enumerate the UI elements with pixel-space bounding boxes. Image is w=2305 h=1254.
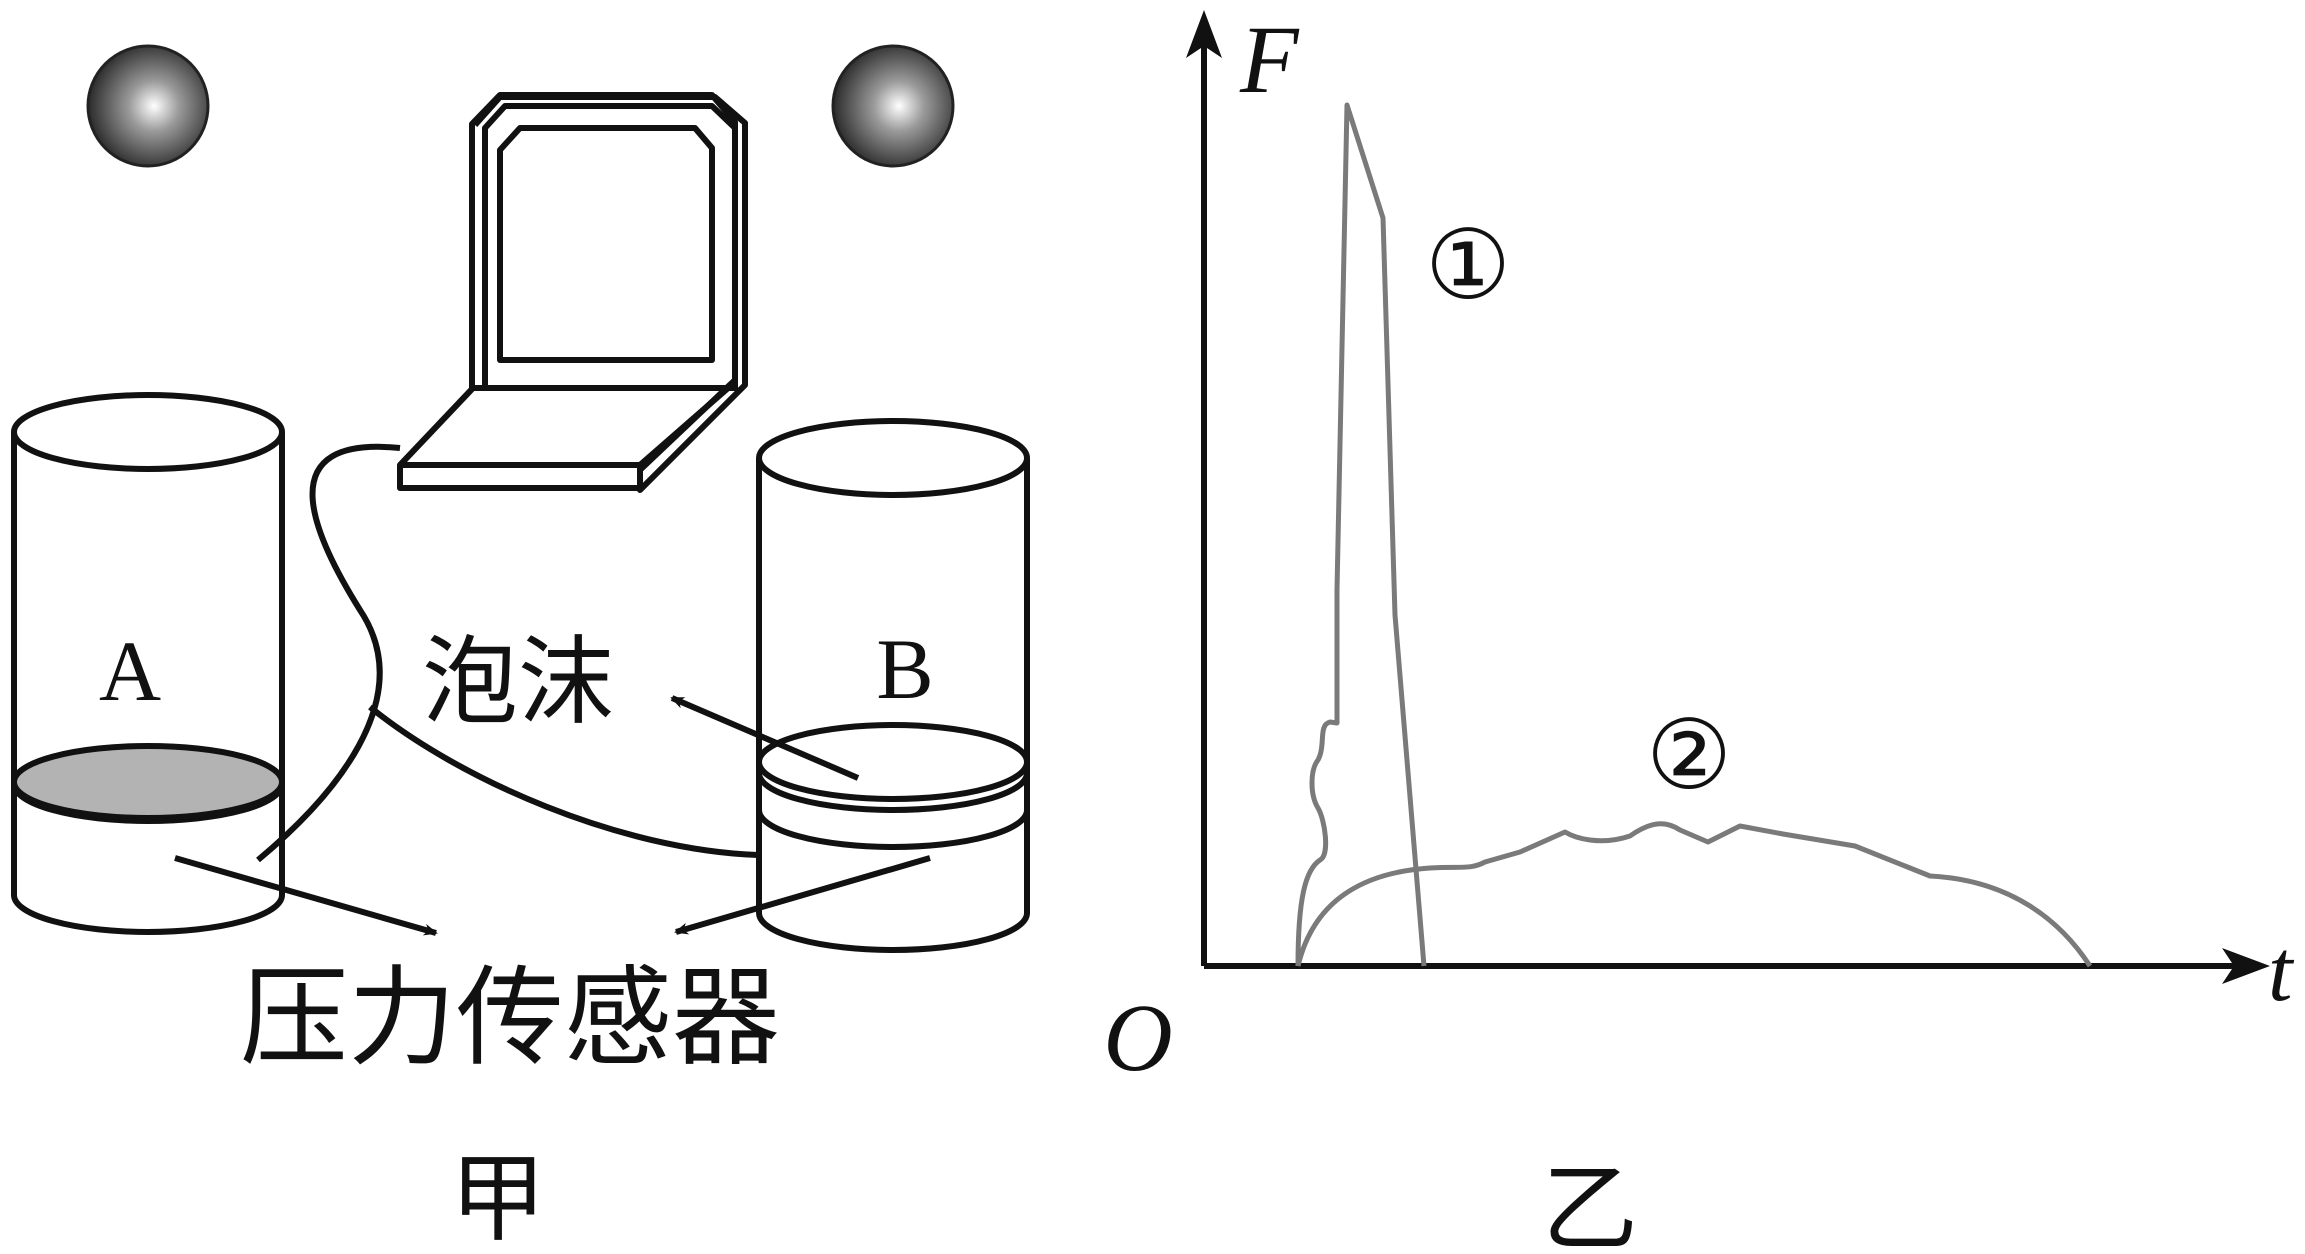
y-axis-arrow-icon (1186, 10, 1222, 58)
curve-1-label: ① (1425, 212, 1511, 319)
apparatus-panel (11, 44, 1030, 953)
curve-2-label: ② (1646, 702, 1732, 809)
cylinder-a-label: A (99, 623, 161, 719)
laptop-icon (397, 92, 748, 493)
cable-b (368, 704, 759, 858)
foam-pad (756, 722, 1030, 802)
foam-arrow (670, 695, 860, 781)
curve-2 (1295, 821, 2093, 968)
x-axis-label: t (2268, 923, 2295, 1020)
cylinder-a (11, 392, 285, 935)
sensor-arrow-b (674, 855, 931, 935)
cylinder-b-label: B (876, 621, 933, 717)
cable-a (256, 443, 401, 863)
force-time-graph (1186, 10, 2270, 984)
cylinder-b (756, 418, 1030, 953)
origin-label: O (1103, 984, 1172, 1091)
panel-caption-right: 乙 (1542, 1156, 1638, 1254)
panel-caption-left: 甲 (450, 1146, 546, 1253)
y-axis-label: F (1239, 6, 1300, 113)
sensor-a-plate (11, 743, 285, 821)
curve-1 (1295, 102, 1427, 967)
foam-label: 泡沫 (422, 629, 614, 736)
sensor-label: 压力传感器 (240, 960, 780, 1079)
x-axis-arrow-icon (2222, 948, 2270, 984)
ball-b-icon (831, 44, 955, 168)
sensor-arrow-a (174, 855, 438, 936)
ball-a-icon (86, 44, 210, 168)
